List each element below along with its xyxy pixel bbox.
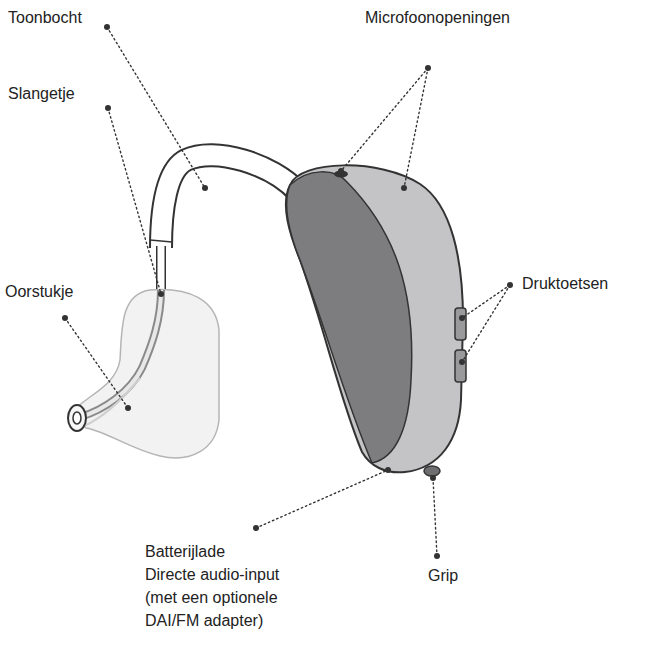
leader-line xyxy=(462,285,510,362)
leader-dot xyxy=(253,525,259,531)
part-label: Directe audio-input (met een optionele D… xyxy=(145,563,310,632)
leader-dot xyxy=(202,185,208,191)
earmold xyxy=(74,290,219,458)
leader-dot xyxy=(338,168,344,174)
part-label: Oorstukje xyxy=(5,280,73,303)
leader-dot xyxy=(158,291,164,297)
inner-tube xyxy=(80,290,161,417)
leader-dot xyxy=(385,467,391,473)
leader-dot xyxy=(430,475,436,481)
housing xyxy=(286,165,463,472)
part-label: Toonbocht xyxy=(8,6,82,29)
hook-joint xyxy=(150,240,172,242)
part-label: Batterijlade xyxy=(145,540,225,563)
leader-dot xyxy=(104,24,110,30)
leader-dot xyxy=(507,282,513,288)
part-label: Slangetje xyxy=(8,82,75,105)
push-button xyxy=(455,350,466,382)
leader-line xyxy=(256,470,388,528)
leader-line xyxy=(65,318,128,408)
leader-line xyxy=(341,68,428,171)
leader-dot xyxy=(459,315,465,321)
leader-line xyxy=(462,285,510,318)
part-label: Druktoetsen xyxy=(522,272,608,295)
part-label: Microfoonopeningen xyxy=(365,6,510,29)
sound-outlet xyxy=(73,412,81,424)
push-button xyxy=(455,308,466,340)
earmold-nozzle xyxy=(68,405,86,431)
leader-line xyxy=(404,68,428,188)
leader-dot xyxy=(125,405,131,411)
ear-hook xyxy=(161,155,298,248)
leader-line xyxy=(108,108,161,294)
housing-shell xyxy=(287,172,412,463)
leader-dot xyxy=(62,315,68,321)
ear-hook-outline xyxy=(161,155,298,248)
leader-dot xyxy=(401,185,407,191)
part-label: Grip xyxy=(428,564,458,587)
leader-line xyxy=(107,27,205,188)
inner-tube-outline xyxy=(80,290,161,417)
grip xyxy=(424,466,440,476)
tube-outline xyxy=(156,246,166,292)
leader-dot xyxy=(459,359,465,365)
leader-dot xyxy=(425,65,431,71)
leader-dot xyxy=(105,105,111,111)
leader-dot xyxy=(434,553,440,559)
leader-line xyxy=(433,478,437,556)
